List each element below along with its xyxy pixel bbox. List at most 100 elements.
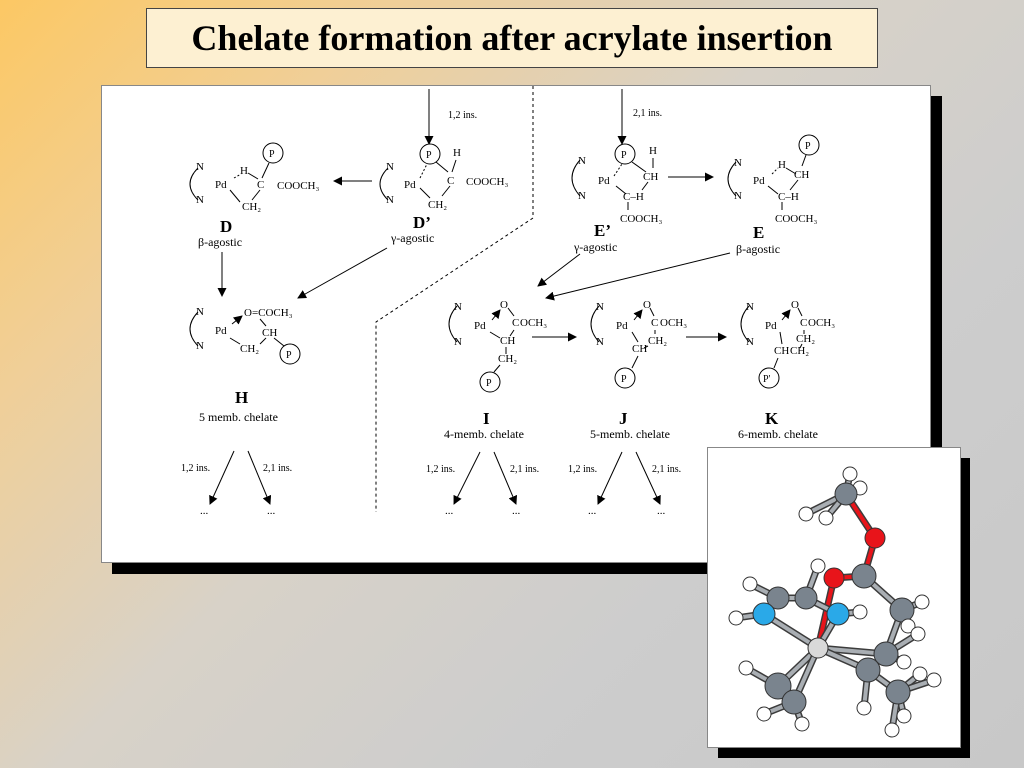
atom-Pd: Pd <box>616 320 628 332</box>
continuation-ellipsis: ... <box>267 505 276 517</box>
arrow-label-21-ins: 2,1 ins. <box>633 108 662 119</box>
label-D: D <box>220 217 232 236</box>
group-CH: CH <box>794 169 809 181</box>
model-bond <box>816 576 836 650</box>
note-gamma-agostic: γ-agostic <box>390 231 434 245</box>
group-OCH3: OCH₃ <box>660 317 687 329</box>
atom-Pd: Pd <box>753 175 765 187</box>
atom-N: N <box>578 190 586 202</box>
atom-N: N <box>596 301 604 313</box>
label-D-prime: D’ <box>413 213 431 232</box>
continuation-ellipsis: ... <box>657 505 666 517</box>
intermediate-E: N N Pd H P CH C–H COOCH₃ E β-agostic <box>727 134 820 256</box>
arrow-label-21-ins: 2,1 ins. <box>263 463 292 474</box>
arrow-label-21-ins: 2,1 ins. <box>652 464 681 475</box>
atom-P: P <box>621 374 627 385</box>
carbon-atom <box>873 641 899 667</box>
atom-N: N <box>196 194 204 206</box>
group-COOCH3: COOCH₃ <box>775 213 818 225</box>
atom-N: N <box>734 157 742 169</box>
group-CH2: CH₂ <box>648 335 667 347</box>
label-K: K <box>765 409 779 428</box>
atom-H: H <box>778 159 786 171</box>
group-OCH3: OCH₃ <box>808 317 835 329</box>
atom-P: P <box>286 350 292 361</box>
atom-N: N <box>746 336 754 348</box>
atom-N: N <box>578 155 586 167</box>
atom-C: C <box>651 317 658 329</box>
note-beta-agostic: β-agostic <box>736 242 780 256</box>
reaction-scheme-diagram: 1,2 ins. N N Pd P H C COOCH₃ CH₂ D’ γ-ag… <box>181 86 835 517</box>
arrow-Dprime-to-H <box>297 247 388 299</box>
carbon-atom <box>781 689 807 715</box>
hydrogen-atom <box>884 722 900 738</box>
carbon-atom <box>766 586 790 610</box>
intermediate-K: N N Pd O C OCH₃ CH₂ CH₂ CH P' K 6-memb. … <box>738 299 835 441</box>
label-E: E <box>753 223 764 242</box>
atom-P: P <box>269 149 275 160</box>
phosphine-circle <box>262 142 284 164</box>
hydrogen-atom <box>798 506 814 522</box>
continuation-ellipsis: ... <box>445 505 454 517</box>
atom-O: O <box>791 299 799 311</box>
carbon-atom <box>885 679 911 705</box>
intermediate-D: N N Pd H P C COOCH₃ CH₂ D β-agostic <box>189 142 320 249</box>
atom-N: N <box>454 301 462 313</box>
atom-N: N <box>454 336 462 348</box>
intermediate-J: N N Pd O C OCH₃ CH₂ CH P J 5-memb. chela… <box>568 299 687 517</box>
phosphine-circle <box>419 143 441 165</box>
hydrogen-atom <box>852 604 868 620</box>
label-E-prime: E’ <box>594 221 611 240</box>
atom-P: P <box>426 150 432 161</box>
atom-N: N <box>386 161 394 173</box>
atom-N: N <box>734 190 742 202</box>
group-CH2: CH₂ <box>428 199 447 211</box>
hydrogen-atom <box>810 558 826 574</box>
atom-Pd: Pd <box>765 320 777 332</box>
group-CH2: CH₂ <box>790 345 809 357</box>
label-I: I <box>483 409 490 428</box>
hydrogen-atom <box>856 700 872 716</box>
phosphine-circle <box>614 367 636 389</box>
phosphine-circle <box>614 143 636 165</box>
atom-N: N <box>196 306 204 318</box>
group-C-H: C–H <box>778 191 799 203</box>
atom-O: O <box>643 299 651 311</box>
phosphine-circle <box>758 367 780 389</box>
model-atoms <box>728 466 942 738</box>
carbon-atom <box>834 482 858 506</box>
group-CH: CH <box>500 335 515 347</box>
carbon-atom <box>851 563 877 589</box>
atom-Pd: Pd <box>215 325 227 337</box>
slide-title: Chelate formation after acrylate inserti… <box>191 18 833 58</box>
intermediate-E-prime: 2,1 ins. N N Pd P H CH C–H COOCH₃ E’ γ-a… <box>571 89 663 254</box>
atom-H: H <box>240 165 248 177</box>
atom-H: H <box>649 145 657 157</box>
group-O-COCH3: O=COCH₃ <box>244 307 293 319</box>
note-gamma-agostic: γ-agostic <box>573 240 617 254</box>
atom-C: C <box>257 179 264 191</box>
hydrogen-atom <box>926 672 942 688</box>
group-COOCH3: COOCH₃ <box>620 213 663 225</box>
nitrogen-atom <box>826 602 850 626</box>
atom-N: N <box>196 340 204 352</box>
group-CH2: CH₂ <box>498 353 517 365</box>
arrow-Eprime-to-I <box>537 253 581 287</box>
atom-Pd: Pd <box>474 320 486 332</box>
hydrogen-atom <box>756 706 772 722</box>
atom-P: P <box>805 141 811 152</box>
ball-and-stick-model <box>728 466 942 738</box>
hydrogen-atom <box>896 654 912 670</box>
palladium-atom <box>807 637 829 659</box>
intermediate-I: N N Pd O C OCH₃ CH CH₂ P I 4-memb. chela… <box>426 299 547 517</box>
atom-P: P <box>621 150 627 161</box>
group-CH2: CH₂ <box>240 343 259 355</box>
carbon-atom <box>764 672 792 700</box>
hydrogen-atom <box>794 716 810 732</box>
carbon-atom <box>794 586 818 610</box>
hydrogen-atom <box>742 576 758 592</box>
carbon-atom <box>889 597 915 623</box>
atom-C: C <box>512 317 519 329</box>
continuation-ellipsis: ... <box>200 505 209 517</box>
hydrogen-atom <box>738 660 754 676</box>
